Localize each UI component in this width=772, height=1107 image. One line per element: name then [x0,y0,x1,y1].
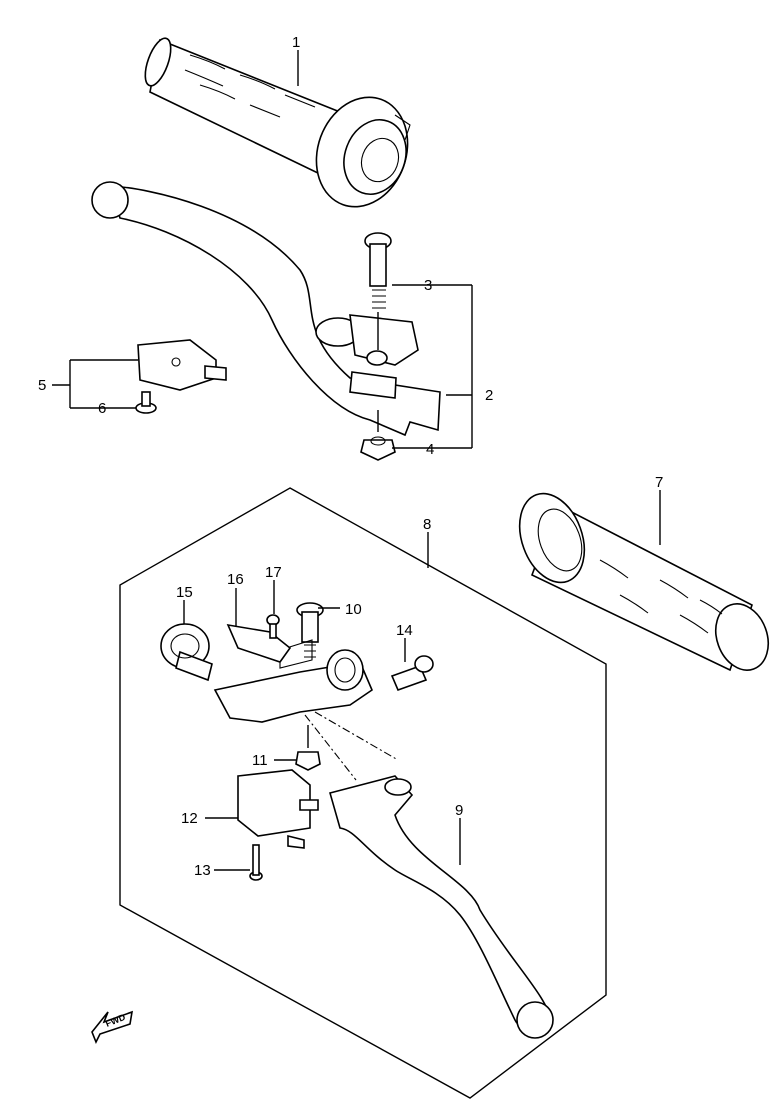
lever-perch [213,639,399,781]
callout-1: 1 [292,34,300,51]
grip-right [518,492,770,672]
callout-14: 14 [396,622,413,639]
kit-boundary [119,487,607,1099]
callout-17: 17 [265,564,282,581]
callout-8: 8 [423,516,431,533]
pivot-bolt [364,232,392,350]
callout-11: 11 [252,752,268,769]
callout-7: 7 [655,474,663,491]
lever-switch-upper [137,339,227,391]
grip-top [144,37,411,208]
lever-bolt [296,602,324,658]
callout-9: 9 [455,802,463,819]
clutch-switch-screw [249,844,263,881]
perch-bolt [390,655,434,692]
callout-10: 10 [345,601,362,618]
pivot-nut [360,410,396,461]
switch-clip [226,623,292,663]
clutch-lever [329,775,554,1039]
callout-3: 3 [424,277,432,294]
callout-6: 6 [98,400,106,417]
callout-13: 13 [194,862,211,879]
brake-lever-assembly [91,181,441,437]
clutch-switch [237,769,319,849]
switch-screw-upper [135,391,157,414]
cable-adjuster [160,623,213,682]
perch-nut [295,725,321,771]
callout-2: 2 [485,387,493,404]
small-screw [266,614,280,639]
callout-12: 12 [181,810,198,827]
callout-4: 4 [426,441,434,458]
callout-5: 5 [38,377,46,394]
callout-15: 15 [176,584,193,601]
leader-lines [52,50,661,871]
forward-direction-marker: FWD [91,1010,134,1044]
callout-16: 16 [227,571,244,588]
